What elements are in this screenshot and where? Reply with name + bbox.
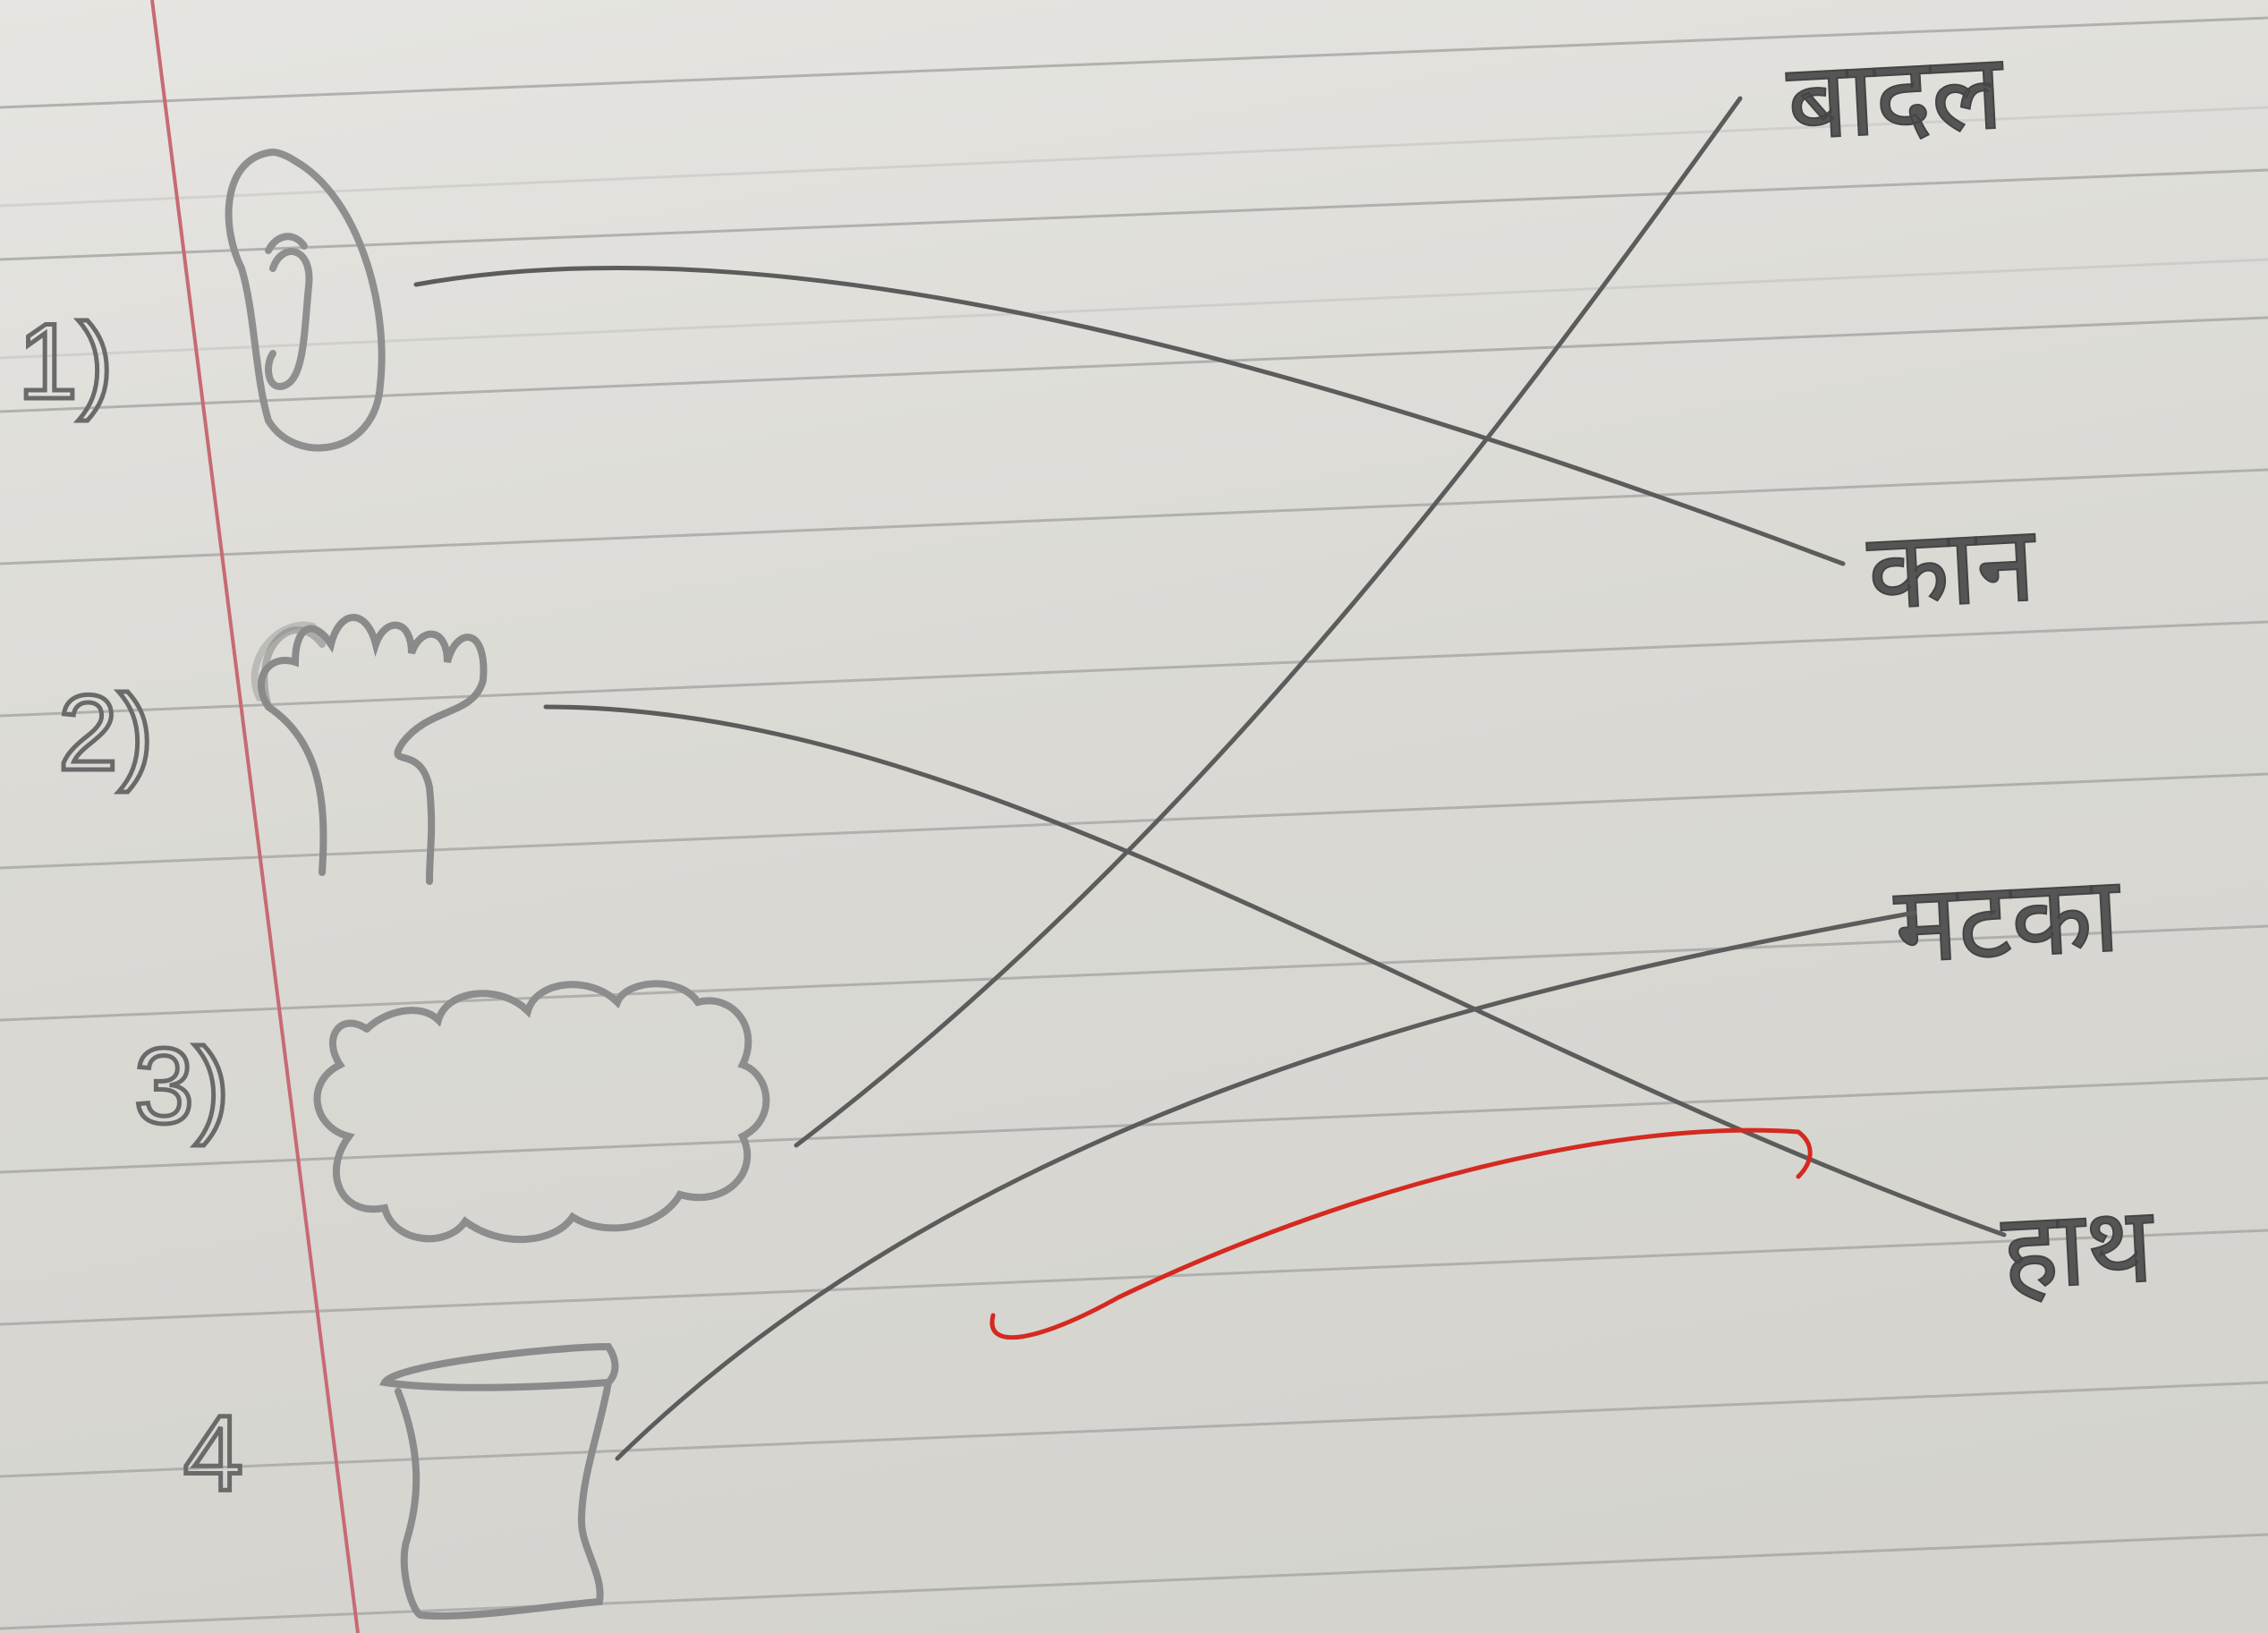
item-number-3: 3)	[134, 1026, 230, 1146]
line-cloud-to-badal	[794, 96, 1743, 1148]
pot-drawing	[378, 1342, 619, 1620]
line-hand-to-haath	[543, 704, 2007, 1238]
ruled-lines	[0, 16, 2268, 1630]
ear-drawing	[225, 149, 386, 452]
word-matka: मटका	[1891, 855, 2124, 985]
hand-drawing	[251, 614, 488, 885]
cloud-drawing	[313, 980, 770, 1244]
word-badal: बादल	[1784, 32, 2007, 162]
matching-lines	[413, 96, 2007, 1461]
item-number-1: 1)	[18, 302, 114, 421]
line-ear-to-kaan	[413, 265, 1846, 566]
item-number-4: 4	[183, 1393, 243, 1513]
teacher-check-mark	[990, 1127, 1813, 1340]
item-number-2: 2)	[58, 673, 154, 793]
line-pot-to-matka	[615, 910, 1917, 1461]
word-kaan: कान	[1865, 505, 2040, 632]
margin-line	[150, 0, 360, 1633]
word-column: बादल कान मटका हाथ	[1783, 31, 2159, 1313]
word-haath: हाथ	[1999, 1186, 2158, 1312]
